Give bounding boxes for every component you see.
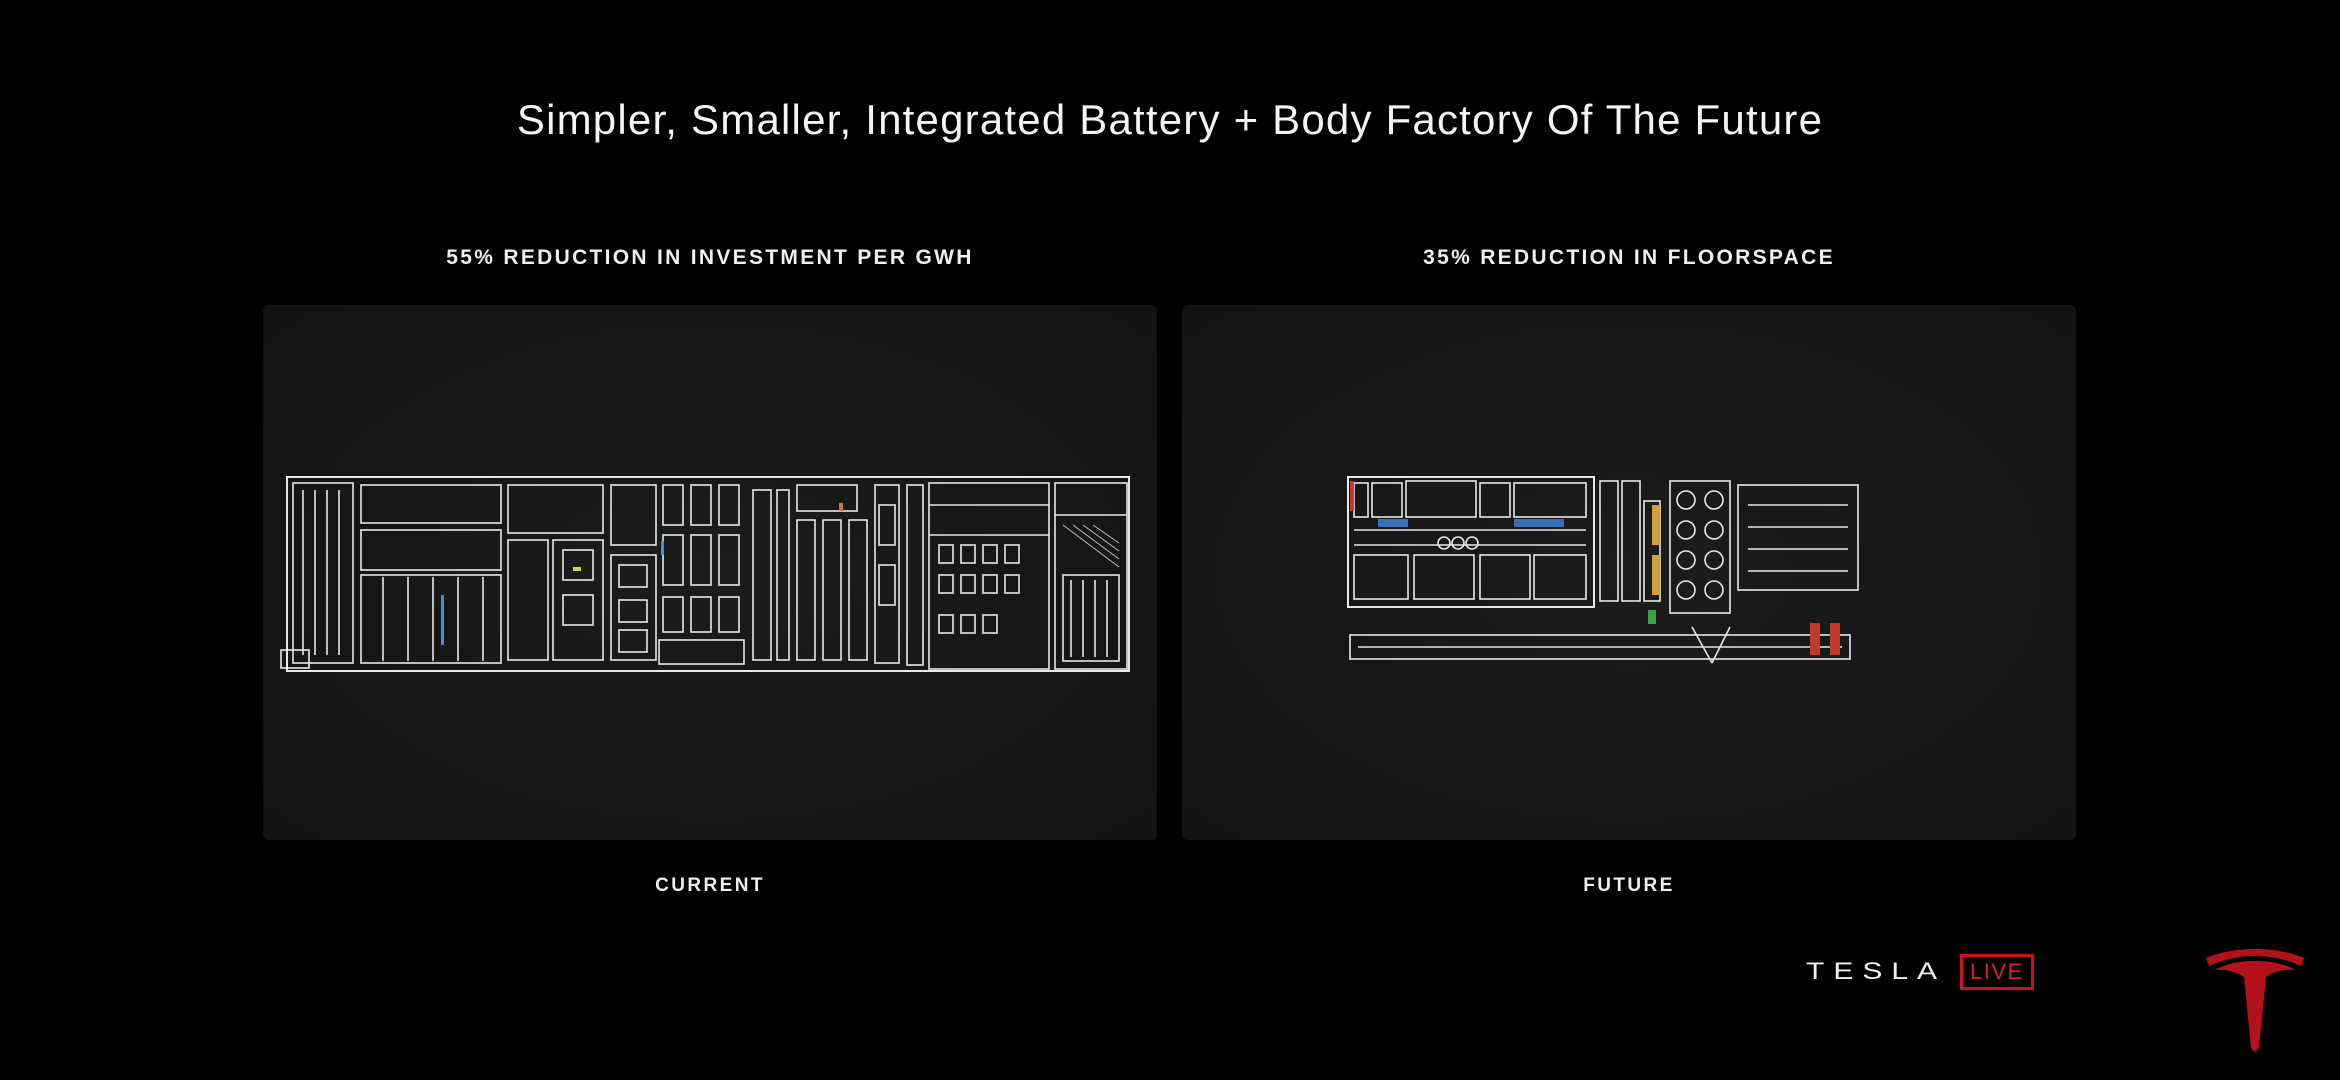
- current-factory-layout-image: [263, 305, 1157, 840]
- live-badge: LIVE: [1960, 954, 2034, 990]
- current-floorplan-drawing: [280, 476, 1130, 672]
- future-panel-heading: 35% REDUCTION IN FLOORSPACE: [1423, 246, 1835, 269]
- future-caption: FUTURE: [1583, 875, 1675, 896]
- tesla-live-branding: TESLA LIVE: [1806, 952, 2034, 992]
- current-panel-heading: 55% REDUCTION IN INVESTMENT PER GWH: [446, 246, 974, 269]
- future-floorplan-drawing: [1347, 476, 1859, 664]
- future-factory-layout-image: [1182, 305, 2076, 840]
- tesla-wordmark: TESLA: [1806, 958, 1947, 985]
- current-caption: CURRENT: [655, 875, 765, 896]
- tesla-t-logo-icon: [2206, 949, 2304, 1052]
- slide-title: Simpler, Smaller, Integrated Battery + B…: [516, 96, 1824, 143]
